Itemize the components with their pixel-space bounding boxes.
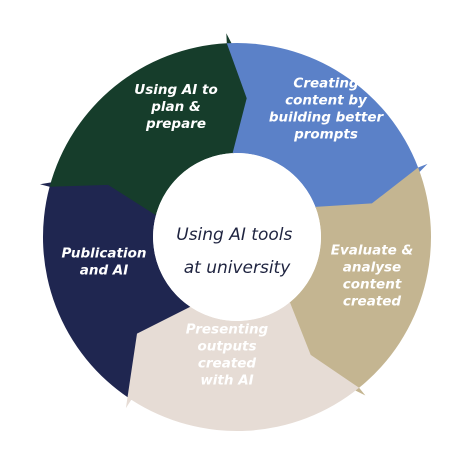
center-title-line-2: at university — [184, 258, 292, 278]
cycle-segment-arrow-3 — [226, 43, 428, 218]
segment-4-label-line-4: with AI — [200, 373, 253, 389]
segment-2-label-line-2: content by — [285, 93, 368, 109]
segment-5-label-line-2: and AI — [80, 263, 129, 279]
segment-2-label-line-3: building better — [269, 110, 385, 126]
segment-1-label-line-3: prepare — [145, 116, 206, 132]
center-title-line-1: Using AI tools — [176, 225, 292, 245]
segment-2-label-line-1: Creating — [293, 76, 359, 92]
segment-3-label-line-4: created — [343, 294, 402, 310]
segment-1-label-line-2: plan & — [150, 99, 201, 115]
segment-4-label-line-1: Presenting — [186, 322, 269, 338]
segment-5-label-line-1: Publication — [61, 246, 146, 262]
center-circle — [153, 153, 321, 321]
cycle-segment-arrow-2 — [49, 33, 262, 216]
segment-3-label-line-2: analyse — [343, 260, 401, 276]
segment-1-label-line-1: Using AI to — [134, 82, 218, 98]
segment-3-label-line-3: content — [343, 277, 402, 293]
cycle-segment-arrow-1 — [40, 171, 192, 400]
segment-4-label-line-2: outputs — [197, 339, 256, 355]
segment-4-label-line-3: created — [198, 356, 257, 372]
cycle-segment-arrow-5 — [125, 302, 360, 432]
center-title: Using AI tools at university — [176, 225, 298, 278]
segment-3-label-line-1: Evaluate & — [331, 243, 414, 259]
cycle-segment-arrow-4 — [288, 167, 431, 396]
segment-2-label-line-4: prompts — [293, 127, 358, 143]
